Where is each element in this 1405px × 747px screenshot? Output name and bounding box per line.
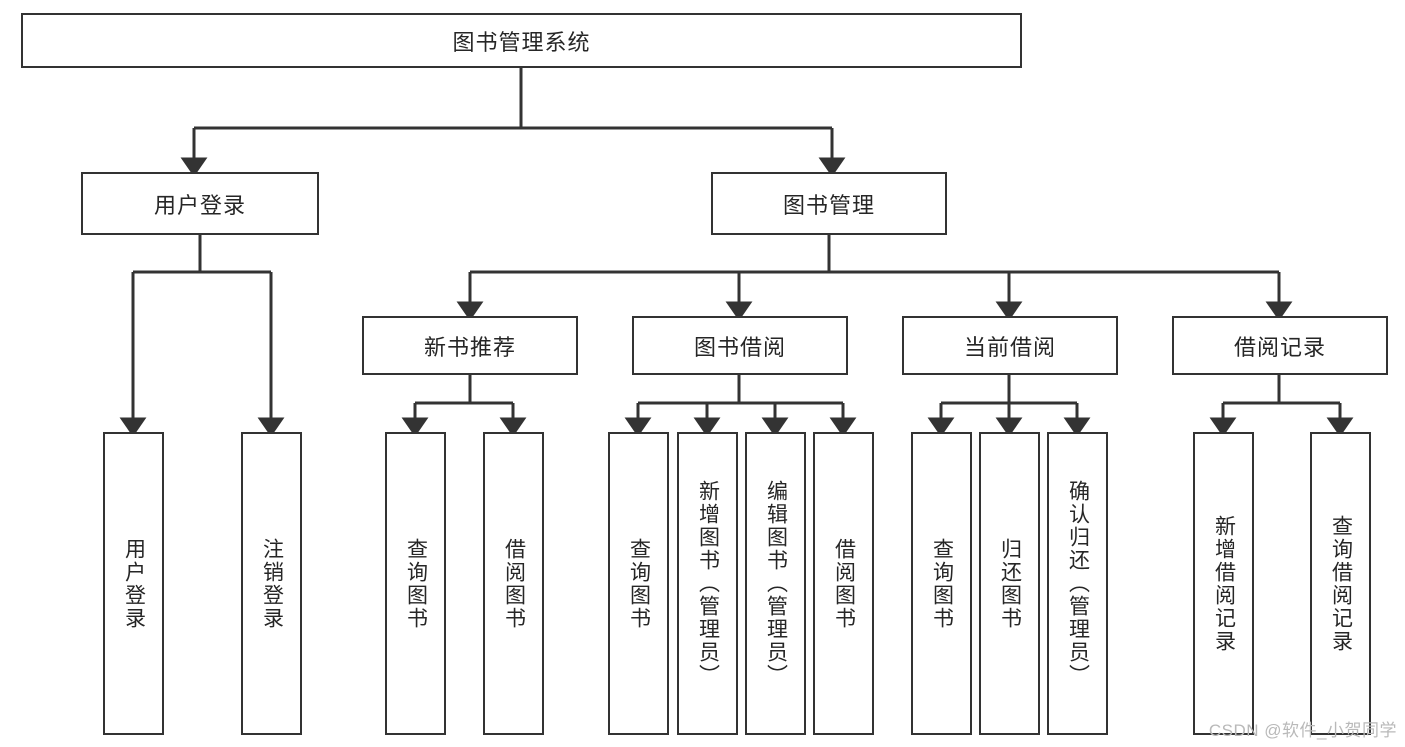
leaf-user-login[interactable]: 用户登录 [103, 432, 164, 735]
leaf-return-book-label: 归还图书 [998, 537, 1022, 630]
leaf-user-login-label: 用户登录 [122, 537, 146, 630]
leaf-query-book-1[interactable]: 查询图书 [385, 432, 446, 735]
leaf-return-book[interactable]: 归还图书 [979, 432, 1040, 735]
node-book-borrow[interactable]: 图书借阅 [632, 316, 848, 375]
leaf-query-record[interactable]: 查询借阅记录 [1310, 432, 1371, 735]
leaf-confirm-return-label: 确认归还（管理员） [1066, 480, 1090, 687]
leaf-query-book-2-label: 查询图书 [627, 537, 651, 630]
node-borrow-record-label: 借阅记录 [1233, 334, 1326, 360]
leaf-confirm-return[interactable]: 确认归还（管理员） [1047, 432, 1108, 735]
leaf-add-record-label: 新增借阅记录 [1212, 514, 1236, 653]
node-current-borrow[interactable]: 当前借阅 [902, 316, 1118, 375]
leaf-borrow-book-2[interactable]: 借阅图书 [813, 432, 874, 735]
node-user-login-label: 用户登录 [153, 192, 246, 218]
leaf-borrow-book-2-label: 借阅图书 [832, 537, 856, 630]
leaf-query-book-1-label: 查询图书 [404, 537, 428, 630]
node-book-manage-label: 图书管理 [782, 192, 875, 218]
node-borrow-record[interactable]: 借阅记录 [1172, 316, 1388, 375]
node-current-borrow-label: 当前借阅 [963, 334, 1056, 360]
leaf-logout[interactable]: 注销登录 [241, 432, 302, 735]
node-new-book-rec[interactable]: 新书推荐 [362, 316, 578, 375]
node-root[interactable]: 图书管理系统 [21, 13, 1022, 68]
leaf-borrow-book-1[interactable]: 借阅图书 [483, 432, 544, 735]
leaf-add-book-label: 新增图书（管理员） [696, 480, 720, 687]
leaf-query-book-2[interactable]: 查询图书 [608, 432, 669, 735]
watermark: CSDN @软件_小贺同学 [1208, 721, 1397, 740]
leaf-borrow-book-1-label: 借阅图书 [502, 537, 526, 630]
leaf-query-book-3-label: 查询图书 [930, 537, 954, 630]
leaf-edit-book[interactable]: 编辑图书（管理员） [745, 432, 806, 735]
leaf-add-record[interactable]: 新增借阅记录 [1193, 432, 1254, 735]
node-user-login[interactable]: 用户登录 [81, 172, 319, 235]
node-root-label: 图书管理系统 [452, 29, 591, 55]
node-book-manage[interactable]: 图书管理 [711, 172, 947, 235]
node-book-borrow-label: 图书借阅 [693, 334, 786, 360]
leaf-add-book[interactable]: 新增图书（管理员） [677, 432, 738, 735]
node-new-book-rec-label: 新书推荐 [423, 334, 516, 360]
leaf-query-record-label: 查询借阅记录 [1329, 514, 1353, 653]
leaf-edit-book-label: 编辑图书（管理员） [764, 480, 788, 687]
leaf-query-book-3[interactable]: 查询图书 [911, 432, 972, 735]
leaf-logout-label: 注销登录 [260, 537, 284, 630]
